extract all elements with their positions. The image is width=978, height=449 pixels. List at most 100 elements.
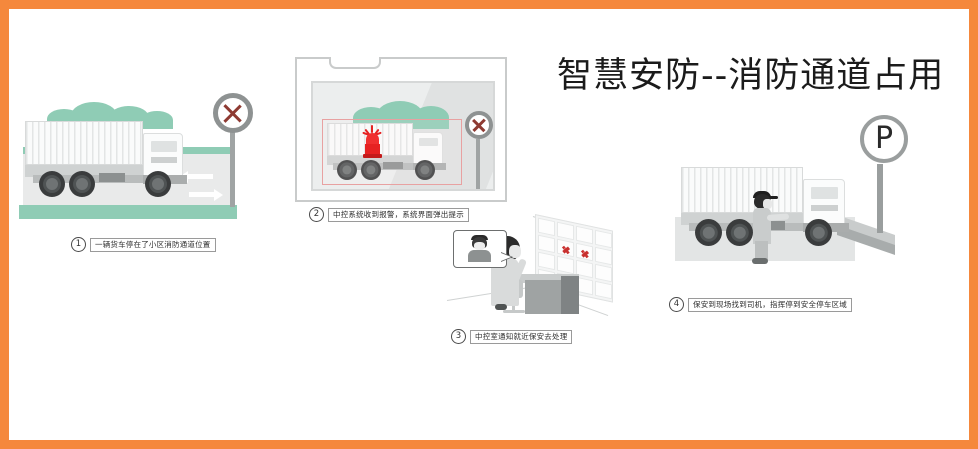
truck-chassis-upper xyxy=(327,156,439,165)
video-wall-cell-alert[interactable] xyxy=(557,238,574,258)
truck-fuel-tank xyxy=(757,221,785,230)
detection-bounding-box xyxy=(322,119,462,185)
sign-x-mark xyxy=(469,115,489,135)
parking-sign-letter: P xyxy=(874,121,894,156)
scene-2-monitor-alarm: 2 中控系统收到报警，系统界面弹出提示 xyxy=(285,49,515,224)
truck-fuel-tank xyxy=(99,173,125,182)
step-caption-text: 中控系统收到报警，系统界面弹出提示 xyxy=(328,207,469,222)
truck-wheel xyxy=(39,171,65,197)
step-number-badge: 3 xyxy=(451,329,466,344)
parking-sign-disc: P xyxy=(860,115,908,163)
truck-wheel xyxy=(415,160,435,180)
alarm-ray xyxy=(371,125,373,133)
chair-base xyxy=(503,310,525,313)
video-wall-cell[interactable] xyxy=(595,229,612,249)
page-title: 智慧安防--消防通道占用 xyxy=(557,56,945,96)
truck-cab-window xyxy=(419,138,438,146)
video-wall-cell[interactable] xyxy=(538,234,555,254)
truck-cab xyxy=(143,133,183,177)
truck-chassis-lower xyxy=(333,163,429,170)
bush-icon xyxy=(141,111,173,129)
truck-wheel xyxy=(805,219,832,246)
step-number-badge: 2 xyxy=(309,207,324,222)
speech-bubble xyxy=(453,222,525,272)
bubble-tail xyxy=(501,252,513,262)
scene-1-truck-blocking-fire-lane: 1 一辆货车停在了小区消防通道位置 xyxy=(9,89,259,252)
parking-sign-icon: P xyxy=(847,109,913,233)
truck-cab-window xyxy=(151,141,177,152)
caption-step-4: 4 保安到现场找到司机，指挥停到安全停车区域 xyxy=(669,297,852,312)
truck-cab-window xyxy=(811,187,838,199)
bubble-box xyxy=(453,230,507,268)
video-wall-cell[interactable] xyxy=(595,263,612,283)
video-wall-cell[interactable] xyxy=(557,221,574,241)
alert-marker-icon xyxy=(562,245,570,255)
guard-leg xyxy=(755,241,768,260)
sign-disc xyxy=(213,93,253,133)
guard-body xyxy=(753,208,771,244)
sign-post xyxy=(476,139,480,189)
video-wall-cell[interactable] xyxy=(595,280,612,300)
caption-step-3: 3 中控室通知就近保安去处理 xyxy=(451,329,573,344)
desk-top xyxy=(507,274,579,283)
truck-chassis-lower xyxy=(33,175,163,183)
guard-arm-pointing xyxy=(766,213,790,221)
sign-post xyxy=(877,164,883,233)
sign-disc xyxy=(465,111,493,139)
truck-container xyxy=(25,121,143,165)
caption-step-1: 1 一辆货车停在了小区消防通道位置 xyxy=(71,237,216,252)
truck-wheel xyxy=(695,219,722,246)
grass-lower-strip xyxy=(19,205,237,219)
guard-cap-bill xyxy=(769,196,778,199)
video-wall-cell[interactable] xyxy=(538,217,555,237)
step-caption-text: 一辆货车停在了小区消防通道位置 xyxy=(90,237,216,252)
truck-cab xyxy=(803,179,845,225)
bubble-person-face xyxy=(474,242,485,250)
truck-wheel xyxy=(337,160,357,180)
video-wall-cell[interactable] xyxy=(595,246,612,266)
poster-canvas: 智慧安防--消防通道占用 xyxy=(9,9,969,440)
monitor-screen xyxy=(311,81,495,191)
video-wall-cell[interactable] xyxy=(538,251,555,271)
no-stopping-sign-icon xyxy=(205,89,259,207)
road-arrow-right-icon xyxy=(189,188,223,201)
desk-side-panel xyxy=(561,276,579,314)
truck-cab-grill xyxy=(151,157,177,163)
no-stopping-sign-icon xyxy=(461,109,493,189)
monitor-frame xyxy=(295,57,507,202)
truck-wheel xyxy=(726,219,753,246)
truck-container xyxy=(681,167,803,213)
truck-chassis-upper xyxy=(25,165,177,177)
scene-3-control-room-dispatch: 3 中控室通知就近保安去处理 xyxy=(445,214,615,344)
step-caption-text: 中控室通知就近保安去处理 xyxy=(470,329,573,344)
alert-marker-icon xyxy=(581,249,589,259)
container-ribs xyxy=(26,122,142,164)
truck-wheel xyxy=(69,171,95,197)
bubble-person-body xyxy=(468,250,491,262)
truck-illustration xyxy=(25,121,200,199)
truck-illustration xyxy=(681,167,861,247)
sign-post xyxy=(230,131,235,207)
alarm-dome xyxy=(366,133,379,146)
guard-shoe xyxy=(752,258,768,264)
operator-foot xyxy=(495,304,507,310)
truck-wheel xyxy=(145,171,171,197)
step-number-badge: 1 xyxy=(71,237,86,252)
alarm-beacon-icon xyxy=(361,125,385,161)
step-caption-text: 保安到现场找到司机，指挥停到安全停车区域 xyxy=(688,297,852,312)
video-wall-cell[interactable] xyxy=(557,255,574,275)
monitor-notch xyxy=(329,57,381,69)
video-wall-cell[interactable] xyxy=(576,225,593,245)
alarm-base xyxy=(363,154,382,158)
container-ribs xyxy=(682,168,802,212)
truck-fuel-tank xyxy=(383,162,403,169)
alarm-body xyxy=(365,144,380,155)
truck-wheel xyxy=(361,160,381,180)
guard-face xyxy=(763,199,772,209)
step-number-badge: 4 xyxy=(669,297,684,312)
bush-icon xyxy=(413,106,449,129)
video-wall-cell-alert[interactable] xyxy=(576,242,593,262)
sign-x-mark xyxy=(218,98,248,128)
caption-step-2: 2 中控系统收到报警，系统界面弹出提示 xyxy=(309,207,469,222)
